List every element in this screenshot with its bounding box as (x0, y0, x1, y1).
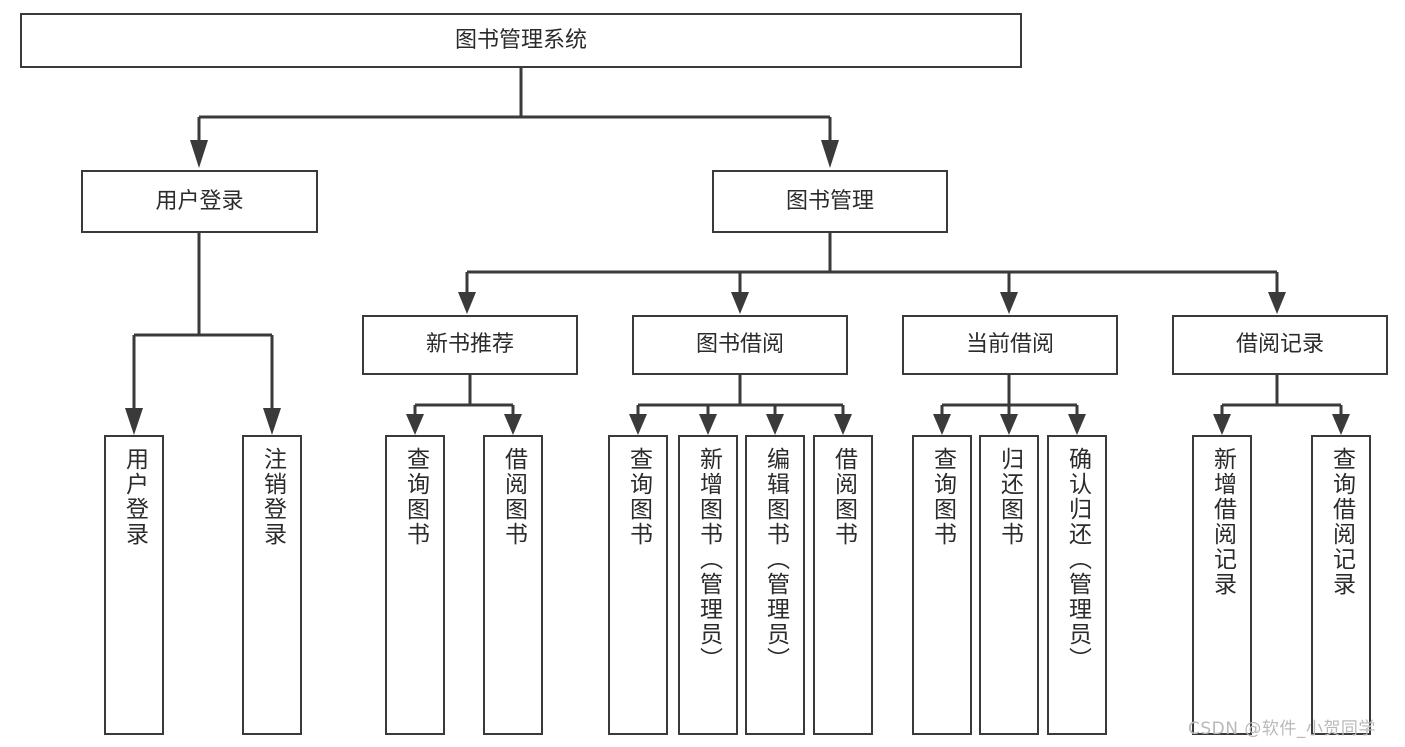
node-leaf-borrow-record-0[interactable]: 新增借阅记录 (1192, 435, 1252, 735)
node-leaf-user-login-0[interactable]: 用户登录 (104, 435, 164, 735)
arrowhead-record-leaf-0 (1213, 414, 1231, 435)
node-leaf-label: 用户登录 (121, 447, 148, 547)
node-leaf-label: 查询图书 (625, 447, 652, 547)
arrowhead-recommend (458, 292, 476, 314)
node-user-login[interactable]: 用户登录 (81, 170, 318, 233)
node-leaf-label: 新增图书（管理员） (695, 447, 722, 672)
node-leaf-label: 查询借阅记录 (1328, 447, 1355, 597)
node-leaf-book-borrow-3[interactable]: 借阅图书 (813, 435, 873, 735)
node-leaf-label: 新增借阅记录 (1209, 447, 1236, 597)
node-current-borrow[interactable]: 当前借阅 (902, 315, 1118, 375)
node-leaf-book-borrow-2[interactable]: 编辑图书（管理员） (745, 435, 805, 735)
node-current-borrow-label: 当前借阅 (965, 332, 1054, 358)
node-book-borrow[interactable]: 图书借阅 (632, 315, 848, 375)
arrowhead-book-manage (821, 140, 839, 168)
node-leaf-recommend-1[interactable]: 借阅图书 (483, 435, 543, 735)
csdn-watermark: CSDN @软件_小贺同学 (1188, 719, 1376, 739)
arrowhead-current-leaf-1 (1000, 414, 1018, 435)
arrowhead-current (1000, 292, 1018, 314)
node-borrow-record[interactable]: 借阅记录 (1172, 315, 1388, 375)
node-leaf-current-borrow-1[interactable]: 归还图书 (979, 435, 1039, 735)
node-leaf-label: 确认归还（管理员） (1064, 447, 1091, 672)
node-book-borrow-label: 图书借阅 (695, 332, 784, 358)
node-leaf-current-borrow-0[interactable]: 查询图书 (912, 435, 972, 735)
node-leaf-book-borrow-0[interactable]: 查询图书 (608, 435, 668, 735)
node-new-book-recommend[interactable]: 新书推荐 (362, 315, 578, 375)
arrowhead-record (1268, 292, 1286, 314)
node-leaf-label: 归还图书 (996, 447, 1023, 547)
node-leaf-recommend-0[interactable]: 查询图书 (385, 435, 445, 735)
arrowhead-recommend-leaf-1 (504, 414, 522, 435)
node-leaf-borrow-record-1[interactable]: 查询借阅记录 (1311, 435, 1371, 735)
node-book-management-label: 图书管理 (785, 188, 874, 214)
node-leaf-user-login-1[interactable]: 注销登录 (242, 435, 302, 735)
node-user-login-label: 用户登录 (155, 188, 244, 214)
node-new-book-recommend-label: 新书推荐 (425, 332, 514, 358)
node-leaf-current-borrow-2[interactable]: 确认归还（管理员） (1047, 435, 1107, 735)
arrowhead-user-login-leaf-1 (263, 408, 281, 435)
node-book-management[interactable]: 图书管理 (712, 170, 948, 233)
arrowhead-current-leaf-0 (933, 414, 951, 435)
node-leaf-label: 借阅图书 (830, 447, 857, 547)
node-leaf-label: 编辑图书（管理员） (762, 447, 789, 672)
arrowhead-user-login-leaf-0 (125, 408, 143, 435)
arrowhead-borrow (731, 292, 749, 314)
arrowhead-borrow-leaf-2 (766, 414, 784, 435)
node-leaf-label: 注销登录 (259, 447, 286, 547)
arrowhead-current-leaf-2 (1068, 414, 1086, 435)
arrowhead-borrow-leaf-1 (699, 414, 717, 435)
node-root-label: 图书管理系统 (454, 27, 587, 53)
arrowhead-user-login (190, 140, 208, 168)
node-leaf-book-borrow-1[interactable]: 新增图书（管理员） (678, 435, 738, 735)
node-borrow-record-label: 借阅记录 (1235, 332, 1324, 358)
arrowhead-recommend-leaf-0 (406, 414, 424, 435)
arrowhead-borrow-leaf-3 (834, 414, 852, 435)
arrowhead-record-leaf-1 (1332, 414, 1350, 435)
node-leaf-label: 借阅图书 (500, 447, 527, 547)
arrowhead-borrow-leaf-0 (629, 414, 647, 435)
node-leaf-label: 查询图书 (929, 447, 956, 547)
node-leaf-label: 查询图书 (402, 447, 429, 547)
node-root[interactable]: 图书管理系统 (20, 13, 1022, 68)
